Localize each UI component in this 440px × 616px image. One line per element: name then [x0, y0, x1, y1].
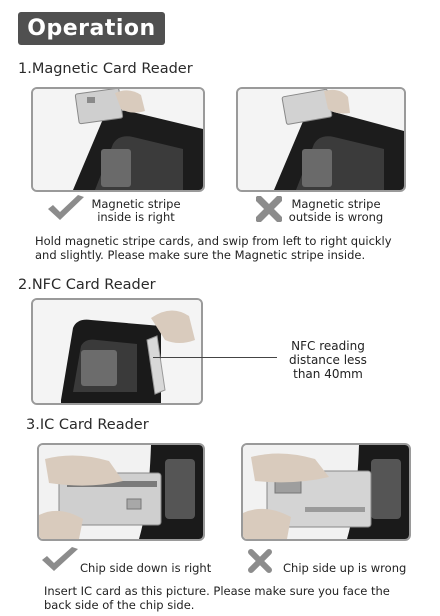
ic-heading: 3.IC Card Reader [26, 417, 149, 433]
ic-right-photo [37, 443, 205, 541]
cross-icon [256, 196, 282, 222]
nfc-photo [31, 298, 203, 405]
nfc-callout-line [153, 357, 277, 358]
ic-right-caption: Chip side down is right [80, 561, 212, 575]
magnetic-right-caption: Magnetic stripe inside is right [91, 197, 181, 224]
magnetic-right-illustration [33, 89, 203, 190]
page-title: Operation [27, 16, 156, 41]
check-icon [46, 195, 86, 223]
nfc-illustration [33, 300, 201, 403]
cross-icon [248, 549, 272, 573]
ic-wrong-photo [241, 443, 411, 541]
title-banner: Operation [18, 12, 165, 45]
ic-instruction: Insert IC card as this picture. Please m… [44, 584, 390, 612]
ic-right-illustration [39, 445, 203, 539]
ic-wrong-caption: Chip side up is wrong [283, 561, 407, 575]
magnetic-wrong-caption: Magnetic stripe outside is wrong [288, 197, 384, 224]
magnetic-instruction: Hold magnetic stripe cards, and swip fro… [35, 234, 392, 262]
magnetic-heading: 1.Magnetic Card Reader [18, 61, 193, 77]
nfc-callout: NFC reading distance less than 40mm [289, 339, 367, 381]
ic-wrong-illustration [243, 445, 409, 539]
nfc-heading: 2.NFC Card Reader [18, 277, 156, 293]
magnetic-wrong-photo [236, 87, 406, 192]
check-icon [40, 547, 80, 573]
magnetic-wrong-illustration [238, 89, 404, 190]
magnetic-right-photo [31, 87, 205, 192]
